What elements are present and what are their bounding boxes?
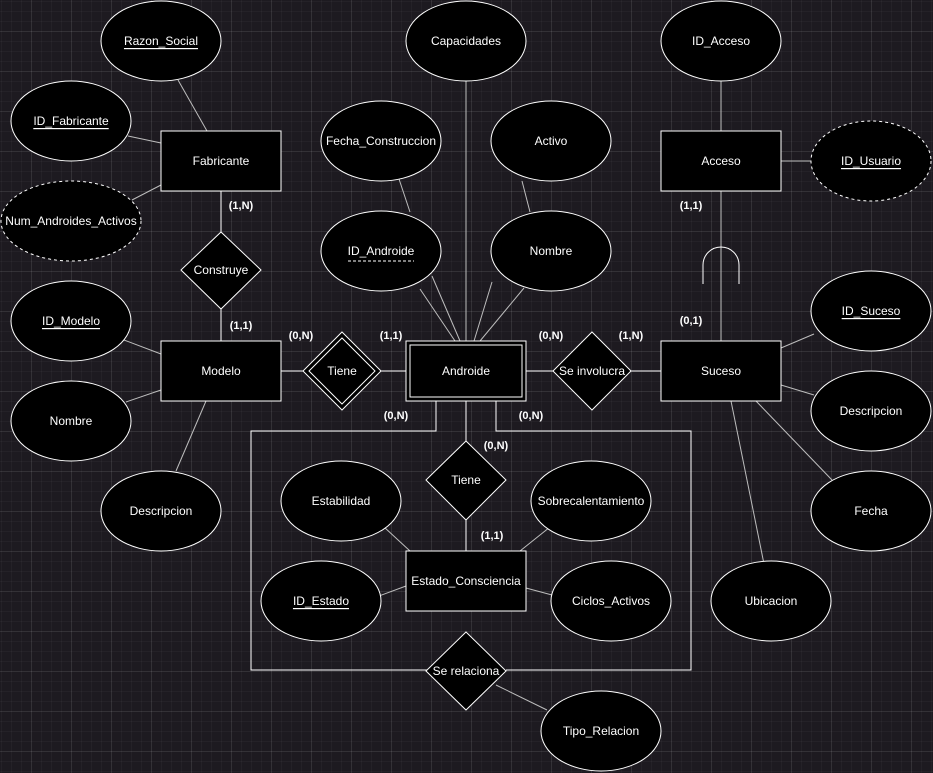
entity-suceso-label: Suceso	[701, 364, 741, 378]
attribute-ubicacion[interactable]: Ubicacion	[710, 560, 832, 642]
attribute-tipo-relacion-label: Tipo_Relacion	[563, 724, 639, 738]
attribute-id-fabricante-label: ID_Fabricante	[33, 114, 109, 128]
attribute-razon-social[interactable]: Razon_Social	[100, 0, 222, 82]
connectors	[123, 79, 833, 711]
attribute-descripcion-modelo[interactable]: Descripcion	[100, 470, 222, 552]
entity-androide[interactable]: Androide	[405, 340, 527, 402]
attribute-nombre-androide-label: Nombre	[530, 244, 573, 258]
cardinality-modelo-tiene: (0,N)	[289, 330, 314, 342]
entity-modelo-label: Modelo	[201, 364, 241, 378]
attribute-descripcion-suceso-label: Descripcion	[840, 404, 903, 418]
entity-fabricante-label: Fabricante	[193, 154, 250, 168]
relationship-se-relaciona-label: Se relaciona	[433, 664, 500, 678]
relationship-se-involucra[interactable]: Se involucra	[552, 331, 632, 411]
cardinality-androide-box-right: (0,N)	[519, 410, 544, 422]
attribute-ciclos-activos-label: Ciclos_Activos	[572, 594, 650, 608]
attribute-sobrecalentamiento[interactable]: Sobrecalentamiento	[530, 460, 652, 542]
attribute-num-androides-activos-label: Num_Androides_Activos	[5, 214, 136, 228]
attribute-id-androide-label: ID_Androide	[348, 244, 415, 258]
attribute-estabilidad[interactable]: Estabilidad	[280, 460, 402, 542]
attribute-descripcion-modelo-label: Descripcion	[130, 504, 193, 518]
attribute-id-suceso[interactable]: ID_Suceso	[810, 270, 932, 352]
entity-modelo[interactable]: Modelo	[160, 340, 282, 402]
attribute-id-androide[interactable]: ID_Androide	[320, 210, 442, 292]
attribute-capacidades-label: Capacidades	[431, 34, 501, 48]
attribute-id-acceso[interactable]: ID_Acceso	[660, 0, 782, 82]
attribute-id-usuario-label: ID_Usuario	[841, 154, 901, 168]
attribute-sobrecalentamiento-label: Sobrecalentamiento	[538, 494, 645, 508]
cardinality-suceso-top: (0,1)	[680, 315, 703, 327]
attribute-fecha[interactable]: Fecha	[810, 470, 932, 552]
cardinality-androide-box-left: (0,N)	[384, 410, 409, 422]
cardinality-construye-modelo: (1,1)	[230, 320, 253, 332]
attribute-activo-label: Activo	[535, 134, 568, 148]
attribute-nombre-modelo[interactable]: Nombre	[10, 380, 132, 462]
attribute-id-estado[interactable]: ID_Estado	[260, 560, 382, 642]
attribute-fecha-construccion[interactable]: Fecha_Construccion	[320, 100, 442, 182]
attribute-id-usuario[interactable]: ID_Usuario	[810, 120, 932, 202]
cardinality-labels: (1,N) (1,1) (0,N) (1,1) (0,N) (1,N) (1,1…	[229, 200, 703, 542]
cardinality-tiene-estado-consciencia: (1,1)	[481, 530, 504, 542]
attribute-num-androides-activos[interactable]: Num_Androides_Activos	[0, 180, 142, 262]
relationship-tiene-estado-label: Tiene	[451, 473, 481, 487]
attribute-ciclos-activos[interactable]: Ciclos_Activos	[550, 560, 672, 642]
attribute-id-modelo[interactable]: ID_Modelo	[10, 280, 132, 362]
relationship-se-involucra-label: Se involucra	[559, 364, 625, 378]
attribute-descripcion-suceso[interactable]: Descripcion	[810, 370, 932, 452]
attribute-tipo-relacion[interactable]: Tipo_Relacion	[540, 690, 662, 772]
relationship-construye-label: Construye	[194, 263, 249, 277]
cardinality-se-involucra-suceso: (1,N)	[619, 330, 644, 342]
attribute-nombre-modelo-label: Nombre	[50, 414, 93, 428]
cardinality-fabricante-construye: (1,N)	[229, 200, 254, 212]
attribute-razon-social-label: Razon_Social	[124, 34, 198, 48]
attribute-capacidades[interactable]: Capacidades	[405, 0, 527, 82]
relationship-tiene-modelo-label: Tiene	[327, 364, 357, 378]
entity-suceso[interactable]: Suceso	[660, 340, 782, 402]
relationship-tiene-estado[interactable]: Tiene	[425, 440, 507, 521]
attribute-id-modelo-label: ID_Modelo	[42, 314, 100, 328]
relationship-se-relaciona[interactable]: Se relaciona	[425, 631, 507, 711]
attribute-fecha-construccion-label: Fecha_Construccion	[326, 134, 436, 148]
entity-acceso-label: Acceso	[701, 154, 741, 168]
attribute-nombre-androide[interactable]: Nombre	[490, 210, 612, 292]
attribute-id-acceso-label: ID_Acceso	[692, 34, 750, 48]
cardinality-androide-tiene-estado: (0,N)	[484, 440, 509, 452]
entity-estado-consciencia-label: Estado_Consciencia	[411, 574, 521, 588]
entity-fabricante[interactable]: Fabricante	[160, 130, 282, 192]
cardinality-tiene-androide: (1,1)	[380, 330, 403, 342]
attribute-activo[interactable]: Activo	[490, 100, 612, 182]
cardinality-acceso-side: (1,1)	[680, 200, 703, 212]
attribute-estabilidad-label: Estabilidad	[312, 494, 371, 508]
attribute-id-estado-label: ID_Estado	[293, 594, 349, 608]
entity-estado-consciencia[interactable]: Estado_Consciencia	[405, 550, 527, 612]
entity-acceso[interactable]: Acceso	[660, 130, 782, 192]
cardinality-androide-se-involucra: (0,N)	[539, 330, 564, 342]
attribute-fecha-label: Fecha	[854, 504, 888, 518]
attribute-id-fabricante[interactable]: ID_Fabricante	[10, 80, 132, 162]
relationship-construye[interactable]: Construye	[180, 231, 262, 310]
entity-androide-label: Androide	[442, 364, 490, 378]
attribute-ubicacion-label: Ubicacion	[745, 594, 798, 608]
attribute-id-suceso-label: ID_Suceso	[842, 304, 901, 318]
relationship-tiene-modelo[interactable]: Tiene	[302, 331, 382, 411]
